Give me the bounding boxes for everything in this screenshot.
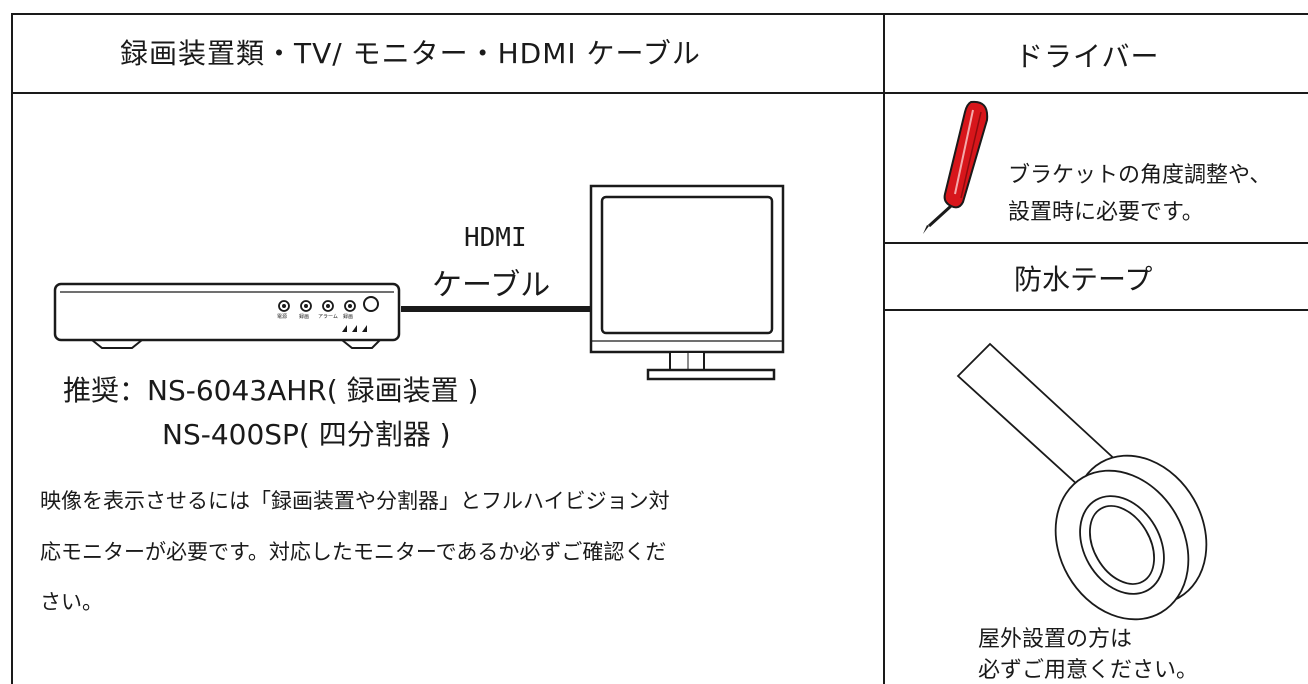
note-line-2: 応モニターが必要です。対応したモニターであるか必ずご確認くだ: [40, 540, 667, 564]
waterproof-tape-illustration: [956, 342, 1208, 621]
recommended-line-2: NS-400SP( 四分割器 ): [162, 418, 451, 451]
tape-text-line-2: 必ずご用意ください。: [978, 658, 1199, 683]
header-row-divider: [11, 92, 1308, 94]
table-frame: [11, 13, 1308, 684]
tape-text-line-1: 屋外設置の方は: [978, 627, 1133, 652]
recorder-label-3: 録画: [343, 314, 354, 320]
left-header-title: 録画装置類・TV/ モニター・HDMI ケーブル: [120, 37, 701, 70]
screwdriver-icon: [923, 100, 989, 234]
recommended-line-1: 推奨：NS-6043AHR( 録画装置 ): [63, 374, 479, 407]
note-line-3: さい。: [40, 590, 103, 614]
recorder-device-illustration: [53, 282, 401, 349]
note-line-1: 映像を表示させるには「録画装置や分割器」とフルハイビジョン対: [40, 489, 670, 513]
monitor-illustration: [589, 184, 785, 381]
cable-label-hdmi: HDMI: [464, 223, 527, 253]
driver-row-divider: [884, 242, 1308, 244]
tape-header-title: 防水テープ: [1014, 263, 1153, 296]
hdmi-cable-line: [401, 306, 591, 312]
tape-header-divider: [884, 309, 1308, 311]
driver-text-line-1: ブラケットの角度調整や、: [1008, 163, 1272, 188]
recorder-label-1: 録画: [299, 314, 310, 320]
recorder-label-0: 電源: [277, 314, 288, 320]
driver-header-title: ドライバー: [1015, 40, 1160, 73]
cable-label-cable: ケーブル: [432, 268, 551, 303]
driver-text-line-2: 設置時に必要です。: [1008, 200, 1204, 225]
recorder-label-2: アラーム: [318, 314, 338, 320]
column-divider: [883, 13, 885, 684]
